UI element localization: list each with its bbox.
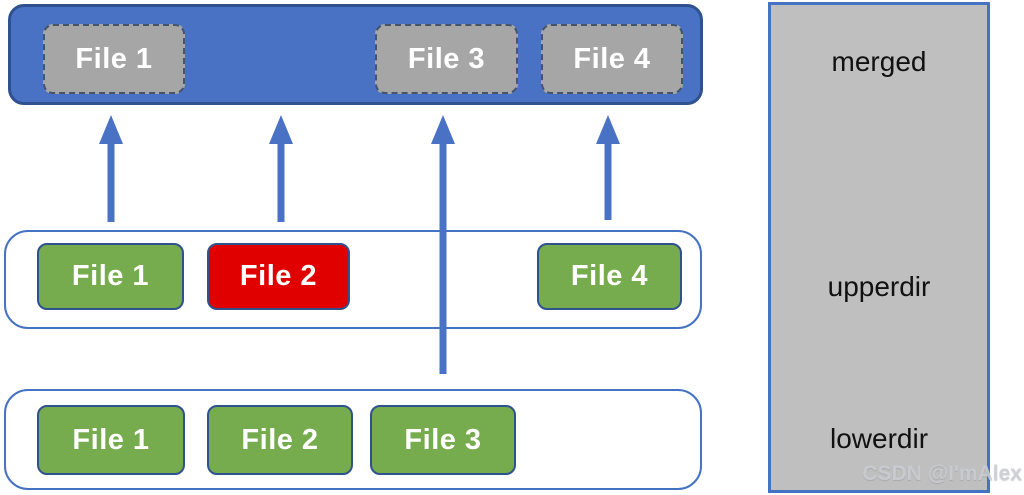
arrow-upperdir-file1 bbox=[99, 115, 123, 222]
merged-file-1: File 1 bbox=[43, 24, 185, 94]
lowerdir-file-3: File 3 bbox=[370, 405, 516, 475]
upperdir-file-4: File 4 bbox=[537, 243, 682, 310]
legend-merged-label: merged bbox=[831, 46, 927, 77]
csdn-watermark: CSDN @I'mAlex bbox=[862, 462, 1022, 485]
arrow-upperdir-file2 bbox=[269, 115, 293, 222]
upperdir-file-4-label: File 4 bbox=[570, 260, 649, 292]
upperdir-file-2-label: File 2 bbox=[239, 260, 318, 292]
merged-file-4: File 4 bbox=[541, 24, 683, 94]
merged-file-3: File 3 bbox=[375, 24, 518, 94]
arrow-upperdir-file4 bbox=[596, 115, 620, 220]
lowerdir-file-1-label: File 1 bbox=[72, 423, 150, 456]
upperdir-file-1-label: File 1 bbox=[71, 260, 150, 292]
lowerdir-file-2-label: File 2 bbox=[241, 423, 319, 456]
upperdir-file-1: File 1 bbox=[37, 243, 184, 310]
legend-panel: merged upperdir lowerdir bbox=[768, 2, 990, 493]
merged-file-4-label: File 4 bbox=[573, 42, 651, 75]
legend-upperdir-label: upperdir bbox=[827, 271, 931, 302]
lowerdir-file-3-label: File 3 bbox=[404, 423, 482, 456]
legend-lowerdir-label: lowerdir bbox=[829, 423, 929, 454]
lowerdir-file-1: File 1 bbox=[37, 405, 185, 475]
merged-file-1-label: File 1 bbox=[75, 42, 153, 75]
merged-file-3-label: File 3 bbox=[407, 42, 486, 75]
merged-layer-bar: File 1 File 3 File 4 bbox=[8, 4, 703, 105]
upperdir-file-2: File 2 bbox=[207, 243, 350, 310]
lowerdir-file-2: File 2 bbox=[207, 405, 353, 475]
